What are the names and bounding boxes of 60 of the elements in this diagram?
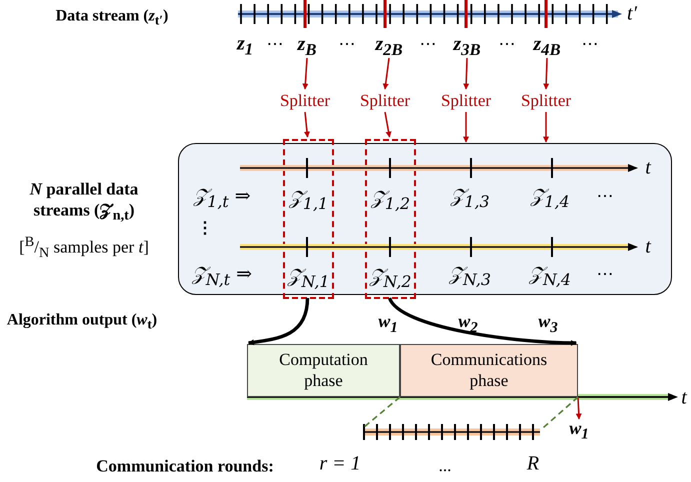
arrow <box>576 396 582 420</box>
text-label: R <box>526 452 540 476</box>
text-label: ⋯ <box>582 34 598 54</box>
text-label: 𝒵$_{N,4}$ <box>529 263 571 289</box>
arrow <box>543 58 550 90</box>
text-label: t′ <box>627 2 637 26</box>
text-label: ⋯ <box>266 34 284 54</box>
text-label: N parallel data streams (𝒵$_{n,t}$) <box>28 178 140 226</box>
text-label: Communication rounds: <box>96 455 274 477</box>
stream-sample: 𝒵$_{1,2}$ <box>370 187 410 213</box>
stream-sample: 𝒵$_{1,1}$ <box>288 187 328 213</box>
arrow <box>543 112 549 143</box>
phase-box: Communications phase <box>400 344 578 397</box>
rounds-bar <box>362 424 542 440</box>
arrow <box>384 112 392 138</box>
text-label: ⋯ <box>596 186 614 206</box>
text-label: t <box>645 236 651 258</box>
arrow <box>388 297 577 346</box>
text-label: ⋮ <box>197 219 213 238</box>
batch-box <box>365 139 416 299</box>
text-label: 𝒵$_{N,3}$ <box>449 263 491 289</box>
phase-box: Computation phase <box>247 344 400 397</box>
arrow <box>463 58 470 90</box>
arrow <box>248 298 310 346</box>
arrow <box>304 112 310 138</box>
text-label: ... <box>438 456 452 476</box>
text-label: [$^{B}$/$_{N}$ samples per t] <box>19 234 149 262</box>
arrow <box>382 58 390 90</box>
arrow <box>302 58 308 90</box>
splitter-label: Splitter <box>271 90 339 112</box>
output-label: w$_{1}$ <box>564 420 594 442</box>
text-label: w$_{2}$ <box>458 311 478 337</box>
text-label: w$_{1}$ <box>378 311 398 337</box>
text-label: 𝒵$_{1,t}$ ⇒ <box>193 185 251 211</box>
text-label: ⋯ <box>498 34 516 54</box>
text-label: 𝒵$_{N,t}$ ⇒ <box>192 263 252 289</box>
text-label: t <box>645 156 651 180</box>
stream-sample: 𝒵$_{N,2}$ <box>370 265 412 291</box>
sample-label: z$_{3B}$ <box>442 34 492 58</box>
stream-sample: 𝒵$_{N,1}$ <box>288 265 330 291</box>
text-label: ⋯ <box>420 34 436 54</box>
text-label: z$_{1}$ <box>236 32 254 60</box>
splitter-label: Splitter <box>351 90 419 112</box>
text-label: r = 1 <box>319 452 361 476</box>
text-label: ⋯ <box>338 34 356 54</box>
text-label: 𝒵$_{1,4}$ <box>530 185 570 211</box>
text-label: 𝒵$_{1,3}$ <box>450 185 490 211</box>
arrow <box>463 112 469 143</box>
sample-label: z$_{2B}$ <box>364 34 414 58</box>
splitter-label: Splitter <box>432 90 500 112</box>
text-label: Data stream (z$_{t′}$) <box>56 7 168 29</box>
text-label: ⋯ <box>596 264 614 284</box>
sample-label: z$_{4B}$ <box>522 34 572 58</box>
text-label: t <box>681 386 687 410</box>
text-label: w$_{3}$ <box>538 311 558 337</box>
sample-label: z$_{B}$ <box>285 34 329 58</box>
splitter-label: Splitter <box>512 90 580 112</box>
text-label: Algorithm output (w$_{t}$) <box>6 311 158 333</box>
zoom-line <box>541 396 579 430</box>
batch-box <box>283 139 334 299</box>
